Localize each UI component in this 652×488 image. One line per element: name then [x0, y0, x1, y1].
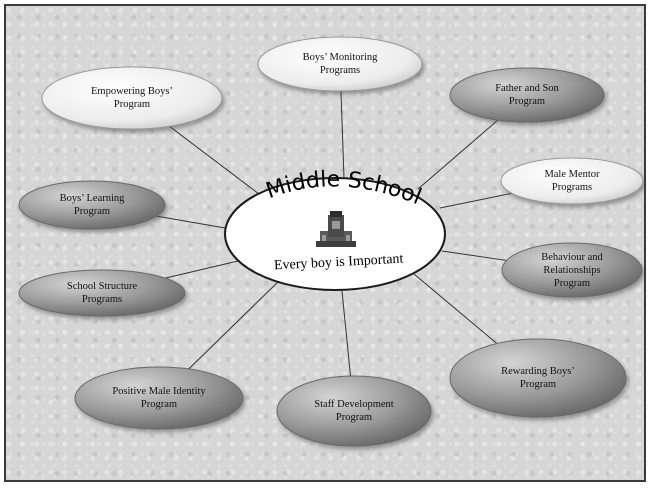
node-label-empowering-boys: Empowering Boys’ Program [91, 86, 173, 110]
school-crest-icon [316, 211, 356, 247]
node-school-structure [18, 269, 186, 317]
node-label-staff-development: Staff Development Program [314, 399, 394, 423]
center-node: Middle School [224, 167, 446, 291]
node-label-father-son: Father and Son Program [495, 83, 559, 107]
connector-positive-male-identity [188, 279, 281, 370]
node-label-rewarding-boys: Rewarding Boys’ Program [501, 366, 575, 390]
diagram-canvas: Middle School [18, 36, 644, 447]
program-nodes [18, 36, 644, 447]
connector-empowering-boys [169, 125, 260, 195]
connector-school-structure [165, 260, 239, 279]
connector-behaviour-relationships [441, 250, 507, 261]
connector-boys-learning [156, 215, 226, 229]
diagram-slide: Middle School Every boy is Important Boy… [4, 4, 646, 482]
node-label-male-mentor: Male Mentor Programs [544, 169, 600, 193]
connector-male-mentor [439, 192, 513, 209]
node-label-school-structure: School Structure Programs [66, 281, 138, 305]
node-empowering-boys [41, 66, 223, 130]
node-boys-learning [18, 180, 166, 230]
node-label-boys-monitoring: Boys’ Monitoring Programs [302, 52, 378, 76]
node-behaviour-relationships [501, 242, 643, 298]
connector-father-son [417, 119, 499, 190]
node-boys-monitoring [257, 36, 423, 92]
node-father-son [449, 67, 605, 123]
node-positive-male-identity [74, 366, 244, 430]
connector-boys-monitoring [340, 90, 345, 179]
connector-rewarding-boys [413, 273, 498, 344]
node-label-boys-learning: Boys’ Learning Program [59, 193, 125, 217]
node-label-positive-male-identity: Positive Male Identity Program [112, 386, 206, 410]
node-male-mentor [500, 157, 644, 205]
node-staff-development [276, 375, 432, 447]
node-label-behaviour-relationships: Behaviour and Relationships Program [541, 251, 603, 289]
connector-lines [156, 90, 513, 377]
node-rewarding-boys [449, 338, 627, 418]
connector-staff-development [341, 290, 352, 377]
